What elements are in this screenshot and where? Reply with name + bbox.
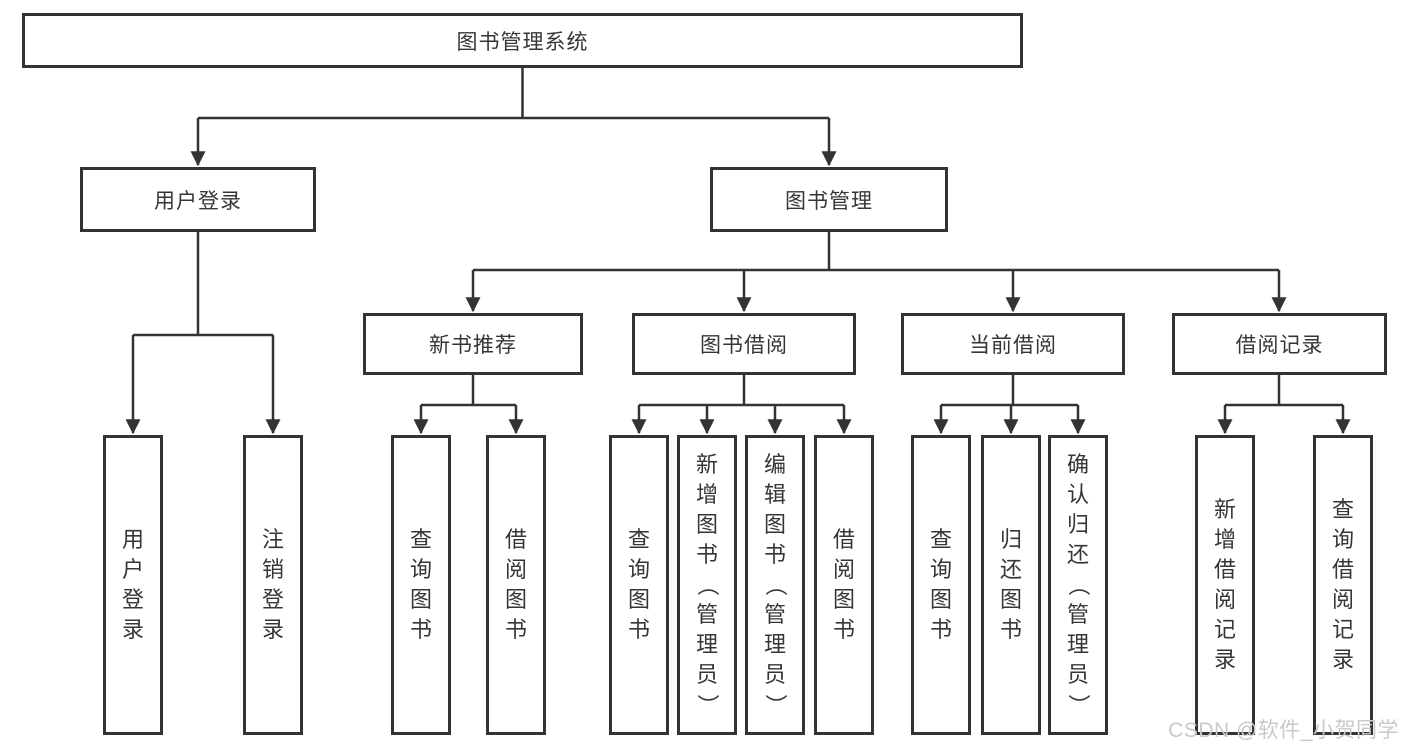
leaf-logout: 注销登录 — [243, 435, 303, 735]
leaf-borrow-books-recommend: 借阅图书 — [486, 435, 546, 735]
leaf-label: 新增图书（管理员） — [694, 452, 720, 717]
leaf-add-borrow-record: 新增借阅记录 — [1195, 435, 1255, 735]
node-user-login: 用户登录 — [80, 167, 316, 232]
leaf-label: 确认归还（管理员） — [1065, 452, 1091, 717]
leaf-label: 查询图书 — [929, 527, 952, 642]
leaf-confirm-return-admin: 确认归还（管理员） — [1048, 435, 1108, 735]
node-book-management: 图书管理 — [710, 167, 948, 232]
leaf-query-books-current: 查询图书 — [911, 435, 971, 735]
leaf-label: 用户登录 — [121, 527, 144, 642]
node-borrowing-records: 借阅记录 — [1172, 313, 1387, 375]
leaf-label: 注销登录 — [261, 527, 284, 642]
leaf-user-login: 用户登录 — [103, 435, 163, 735]
leaf-add-book-admin: 新增图书（管理员） — [677, 435, 737, 735]
leaf-edit-book-admin: 编辑图书（管理员） — [745, 435, 805, 735]
leaf-label: 查询图书 — [627, 527, 650, 642]
node-new-book-recommendation: 新书推荐 — [363, 313, 583, 375]
leaf-label: 借阅图书 — [832, 527, 855, 642]
leaf-borrow-books: 借阅图书 — [814, 435, 874, 735]
leaf-label: 查询借阅记录 — [1331, 497, 1354, 672]
leaf-label: 归还图书 — [999, 527, 1022, 642]
leaf-label: 借阅图书 — [504, 527, 527, 642]
node-root: 图书管理系统 — [22, 13, 1023, 68]
watermark: CSDN @软件_小贺同学 — [1168, 719, 1399, 742]
leaf-label: 新增借阅记录 — [1213, 497, 1236, 672]
leaf-return-books: 归还图书 — [981, 435, 1041, 735]
leaf-label: 编辑图书（管理员） — [762, 452, 788, 717]
leaf-label: 查询图书 — [409, 527, 432, 642]
node-current-borrowing: 当前借阅 — [901, 313, 1125, 375]
leaf-query-borrow-record: 查询借阅记录 — [1313, 435, 1373, 735]
leaf-query-books-recommend: 查询图书 — [391, 435, 451, 735]
node-book-borrowing: 图书借阅 — [632, 313, 856, 375]
leaf-query-books-borrow: 查询图书 — [609, 435, 669, 735]
